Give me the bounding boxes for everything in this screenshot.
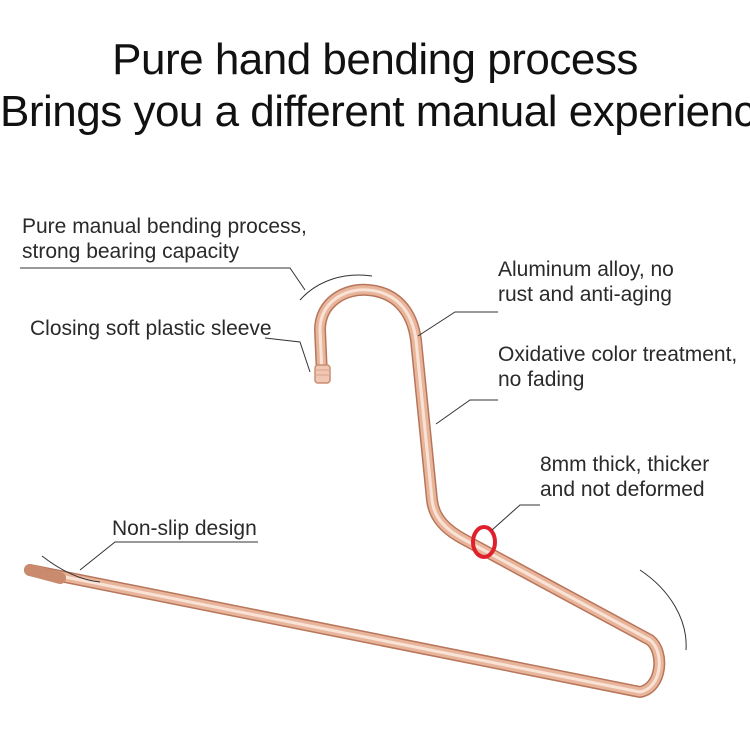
callout-oxidative: Oxidative color treatment, no fading <box>498 342 737 392</box>
callout-thickness-line-1: 8mm thick, thicker <box>540 453 710 476</box>
callout-bending-line-1: Pure manual bending process, <box>22 215 307 238</box>
callout-thickness-line-2: and not deformed <box>540 478 705 501</box>
callout-sleeve-line-1: Closing soft plastic sleeve <box>30 317 272 340</box>
callout-thickness: 8mm thick, thicker and not deformed <box>540 452 709 502</box>
headline-line-1: Pure hand bending process <box>112 35 638 84</box>
leader-lines <box>20 267 687 651</box>
callout-oxidative-line-2: no fading <box>498 368 585 391</box>
callout-aluminum: Aluminum alloy, no rust and anti-aging <box>498 257 674 307</box>
plastic-sleeve <box>314 364 331 384</box>
callout-sleeve: Closing soft plastic sleeve <box>30 316 272 341</box>
callout-bending-line-2: strong bearing capacity <box>22 240 240 263</box>
callout-nonslip: Non-slip design <box>112 516 257 541</box>
thickness-highlight-ring <box>471 525 497 559</box>
callout-aluminum-line-1: Aluminum alloy, no <box>498 258 674 281</box>
callout-oxidative-line-1: Oxidative color treatment, <box>498 343 738 366</box>
headline-line-2: Brings you a different manual experience <box>0 87 750 136</box>
callout-nonslip-line-1: Non-slip design <box>112 517 257 540</box>
callout-aluminum-line-2: rust and anti-aging <box>498 283 672 306</box>
callout-bending: Pure manual bending process, strong bear… <box>22 214 307 264</box>
hanger-rod <box>24 283 666 698</box>
